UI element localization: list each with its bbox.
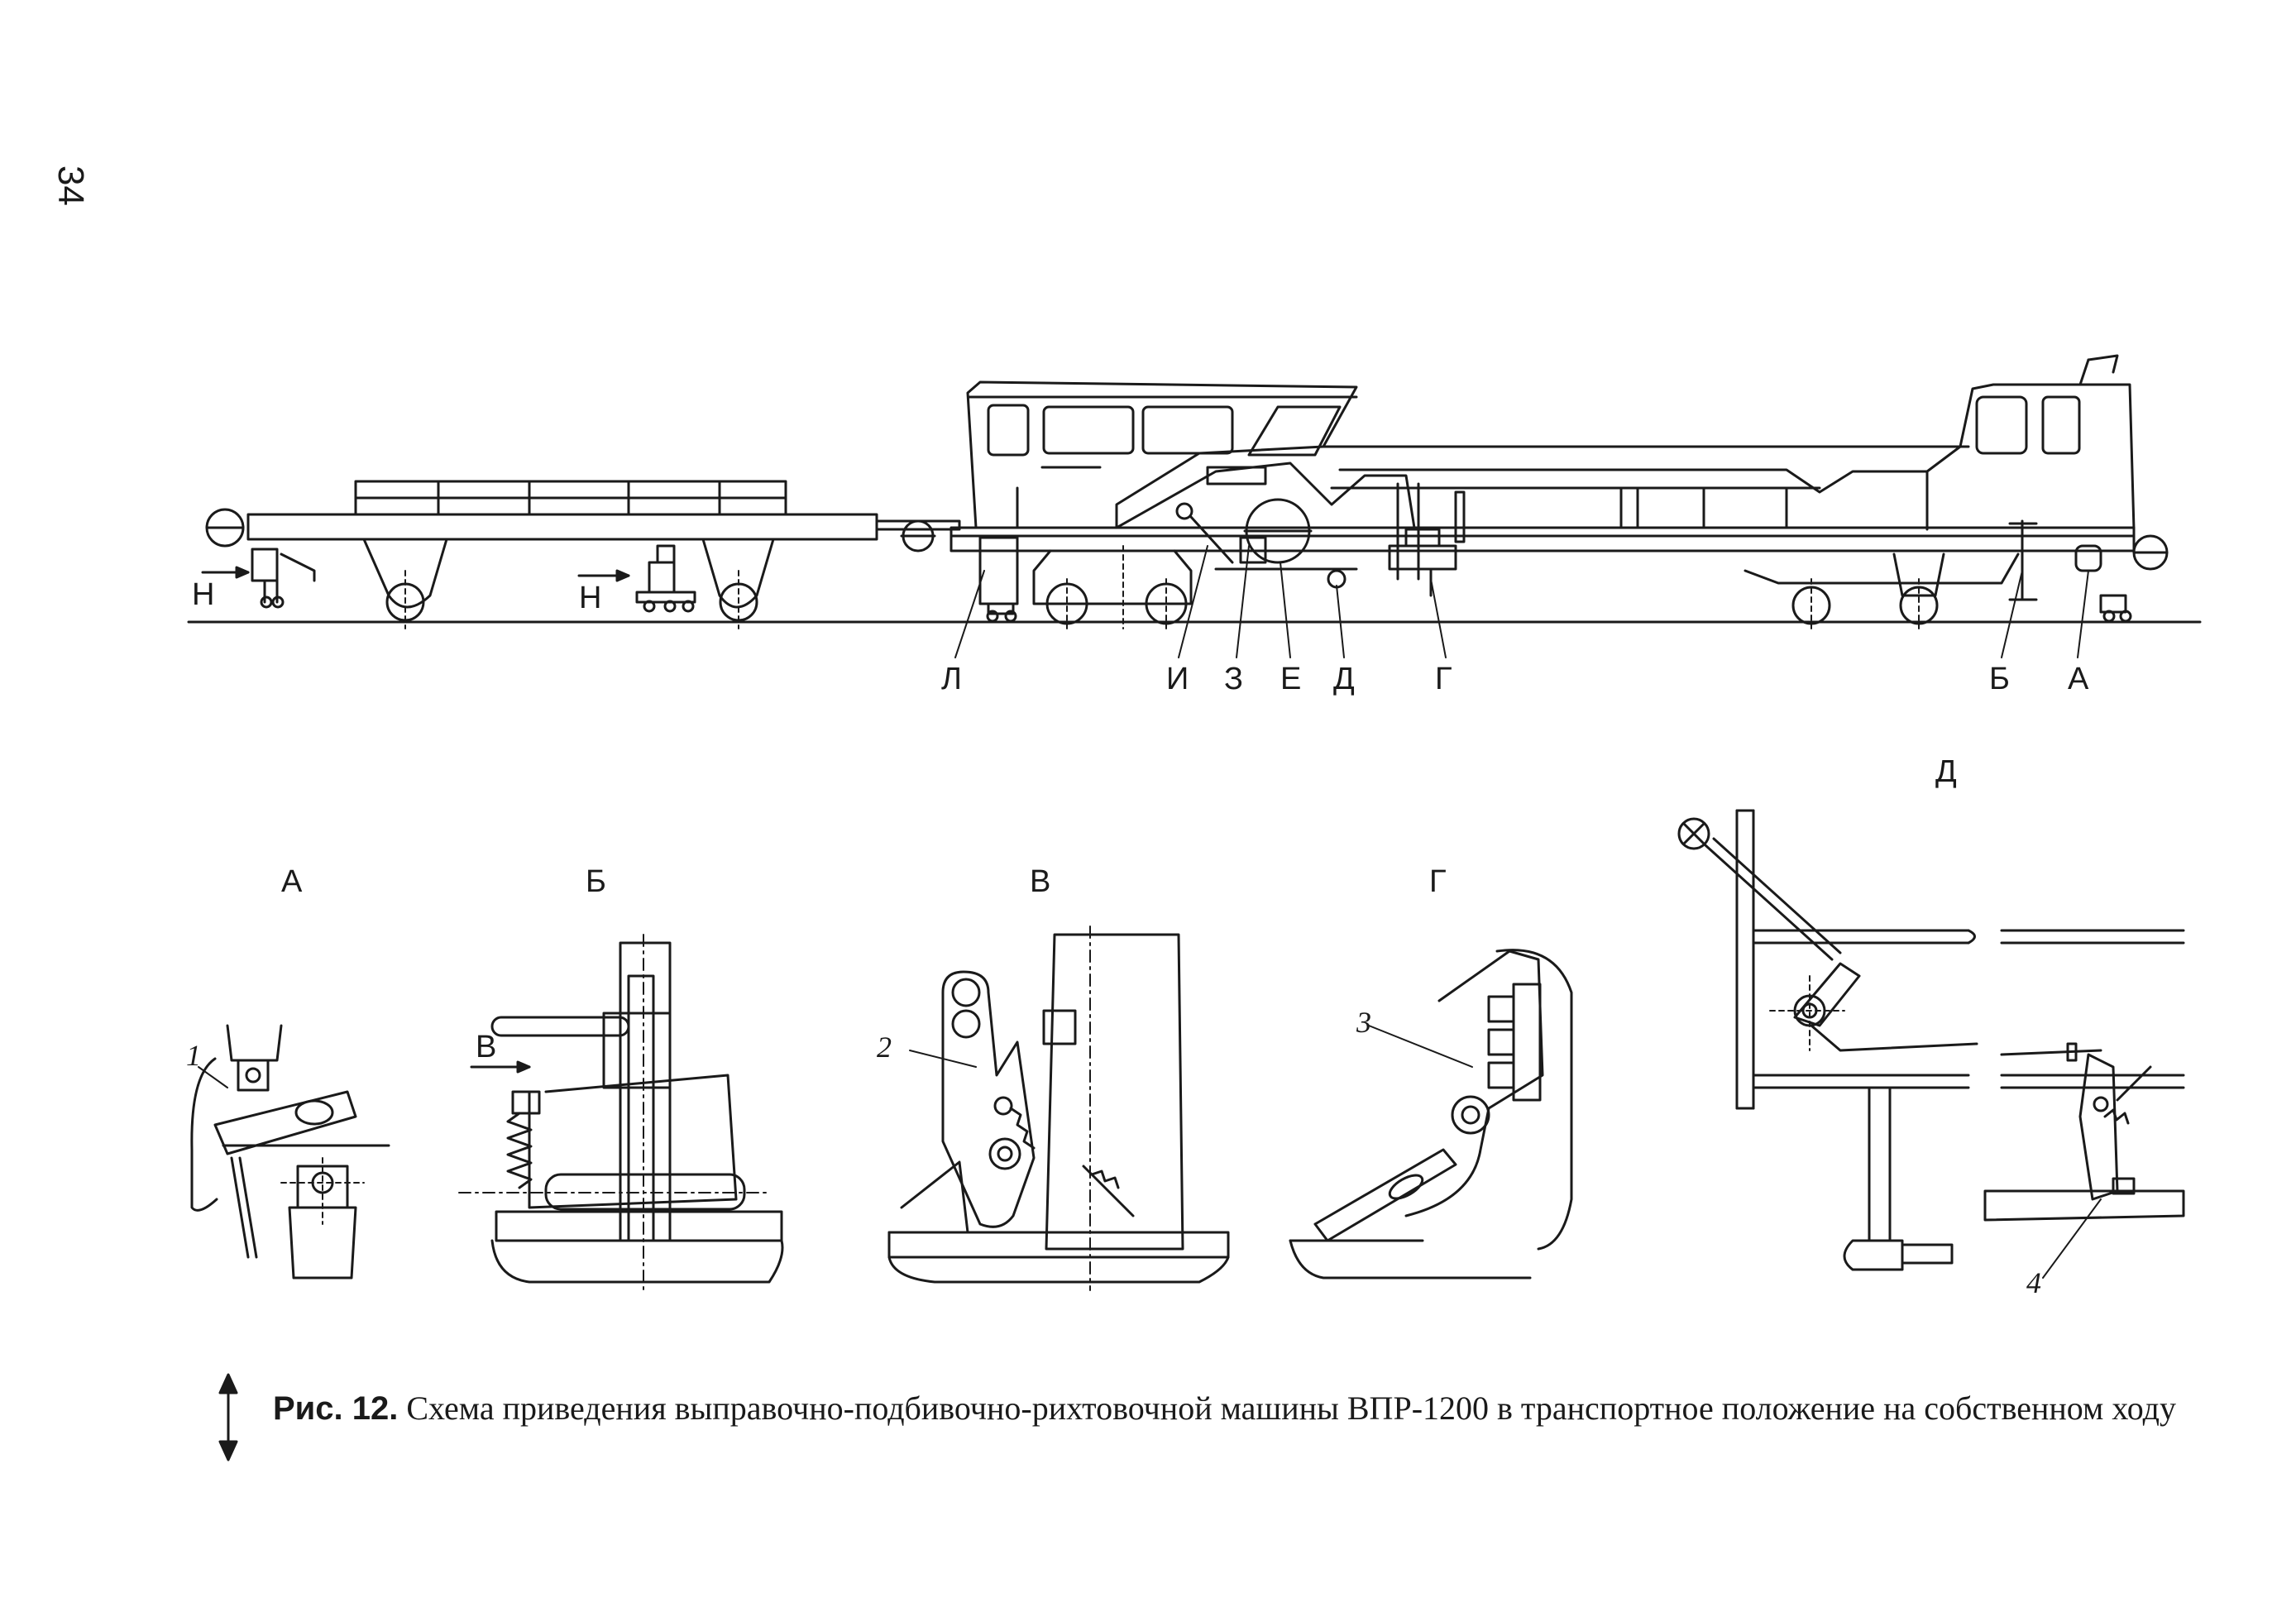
- label-A: А: [2068, 662, 2089, 696]
- label-G: Г: [1435, 662, 1452, 696]
- detail-G: [1289, 949, 1573, 1280]
- detail-A: [190, 1024, 390, 1280]
- arrow-N-mid: [577, 569, 630, 582]
- label-D: Д: [1333, 662, 1355, 696]
- detail-B-arrow-label: В: [476, 1030, 497, 1064]
- label-B: Б: [1989, 662, 2010, 696]
- arrow-N-left: [201, 566, 250, 579]
- callout-1: 1: [186, 1039, 201, 1072]
- detail-title-B: Б: [586, 864, 606, 899]
- detail-B: [458, 934, 784, 1291]
- label-E: Е: [1280, 662, 1302, 696]
- label-I: И: [1166, 662, 1189, 696]
- detail-D: [1677, 809, 2185, 1279]
- detail-V: [887, 926, 1230, 1291]
- caption-label: Рис. 12.: [273, 1390, 399, 1427]
- caption-text: Схема приведения выправочно-подбивочно-р…: [406, 1390, 2177, 1427]
- detail-title-G: Г: [1429, 864, 1447, 899]
- detail-title-V: В: [1030, 864, 1051, 899]
- machine-body: [949, 354, 2169, 629]
- label-L: Л: [941, 662, 962, 696]
- callout-2: 2: [877, 1031, 892, 1064]
- callout-3: 3: [1356, 1006, 1371, 1039]
- label-Z: З: [1224, 662, 1243, 696]
- detail-title-D: Д: [1935, 754, 1957, 789]
- label-N-mid: Н: [579, 581, 602, 615]
- leader-lines: [954, 545, 2089, 658]
- label-N-left: Н: [192, 577, 215, 612]
- machine-side-view: [187, 354, 2202, 658]
- trailer-left: [205, 480, 961, 629]
- double-arrow-icon: [218, 1373, 238, 1461]
- arrow-B-inner: [470, 1060, 531, 1074]
- callout-4: 4: [2026, 1266, 2041, 1299]
- detail-title-A: А: [281, 864, 303, 899]
- figure-caption: Рис. 12. Схема приведения выправочно-под…: [273, 1390, 2200, 1428]
